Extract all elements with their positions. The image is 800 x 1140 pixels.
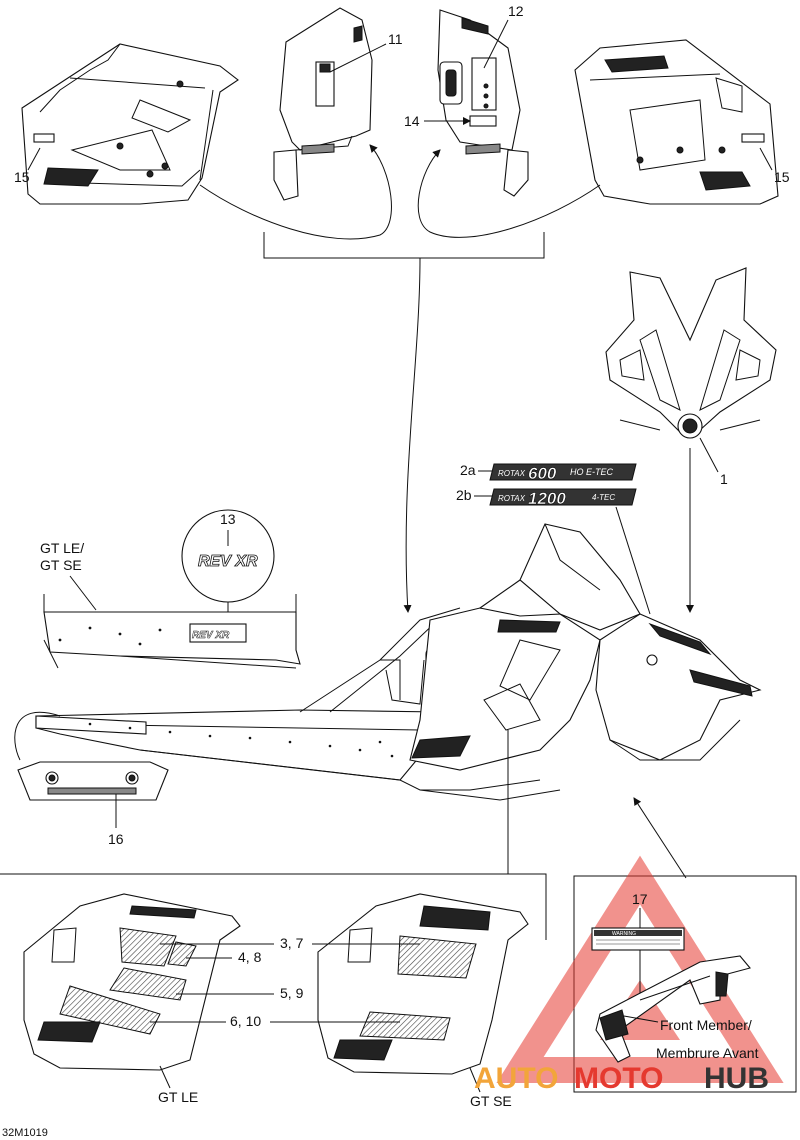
rev-xr-small: REV XR — [192, 630, 230, 641]
rotax-600-brand: ROTAX — [498, 469, 526, 478]
callout-4-8: 4, 8 — [238, 949, 262, 965]
front-member-line2: Membrure Avant — [656, 1045, 759, 1061]
figure-code: 32M1019 — [2, 1127, 48, 1139]
callout-1: 1 — [720, 471, 728, 487]
callout-12: 12 — [508, 3, 524, 19]
rev-xr-badge: 13 REV XR — [181, 509, 275, 622]
main-snowmobile — [35, 523, 762, 801]
right-side-panel — [574, 39, 779, 205]
watermark-moto: MOTO — [574, 1062, 663, 1095]
callout-6-10: 6, 10 — [230, 1013, 261, 1029]
callout-13: 13 — [220, 511, 236, 527]
watermark-auto: AUTO — [474, 1062, 558, 1095]
rotax-1200-number: 1200 — [528, 489, 566, 508]
leader-gt-le — [159, 1065, 171, 1089]
rotax-leader — [615, 506, 651, 615]
hood-part — [605, 267, 777, 439]
front-member-part — [595, 955, 751, 1063]
gt-se-panel — [317, 893, 529, 1075]
gt-se-label: GT SE — [470, 1093, 512, 1109]
callout-15-right: 15 — [774, 169, 790, 185]
warning-title: WARNING — [612, 931, 636, 937]
gt-le-panel — [23, 893, 241, 1071]
rotax-600-number: 600 — [528, 464, 557, 483]
gt-le-se-label-line2: GT SE — [40, 557, 82, 573]
left-side-panel — [21, 43, 239, 205]
watermark-hub: HUB — [704, 1062, 769, 1095]
callout-15-left: 15 — [14, 169, 30, 185]
gt-le-se-label-line1: GT LE/ — [40, 540, 84, 556]
leader-12 — [483, 19, 509, 69]
front-member-arrow — [633, 797, 687, 879]
leader-1 — [699, 437, 719, 473]
top-connectors — [199, 144, 601, 613]
callout-2b: 2b — [456, 487, 472, 503]
rotax-600-decal: ROTAX 600 HO E-TEC — [489, 463, 637, 483]
bottom-box-frame — [0, 873, 547, 940]
callout-14: 14 — [404, 113, 420, 129]
callout-11: 11 — [388, 31, 403, 47]
rotax-1200-suffix: 4-TEC — [592, 493, 615, 502]
callout-17: 17 — [632, 891, 648, 907]
warning-decal: WARNING — [591, 927, 685, 951]
leader-15-left — [27, 147, 41, 171]
watermark-text: AUTO MOTO HUB — [474, 1062, 769, 1095]
callout-2a: 2a — [460, 462, 476, 478]
rotax-600-suffix: HO E-TEC — [570, 467, 614, 477]
inner-panel-right — [437, 9, 529, 197]
leader-11 — [329, 43, 387, 73]
tunnel-rivets — [88, 722, 394, 758]
rear-bumper-part — [14, 711, 169, 801]
inner-panel-left — [273, 7, 373, 201]
callout-5-9: 5, 9 — [280, 985, 304, 1001]
leader-front-member — [623, 1015, 659, 1023]
gt-le-label: GT LE — [158, 1089, 198, 1105]
leader-gt-se — [469, 1067, 481, 1093]
leader-15-right — [759, 147, 773, 171]
rotax-1200-decal: ROTAX 1200 4-TEC — [489, 488, 637, 508]
tunnel-side-detail: REV XR — [43, 594, 301, 669]
leader-gt-le-se — [69, 575, 97, 611]
front-member-line1: Front Member/ — [660, 1017, 752, 1033]
rotax-1200-brand: ROTAX — [498, 494, 526, 503]
callout-16: 16 — [108, 831, 124, 847]
callout-3-7: 3, 7 — [280, 935, 304, 951]
rev-xr-text: REV XR — [198, 553, 258, 570]
